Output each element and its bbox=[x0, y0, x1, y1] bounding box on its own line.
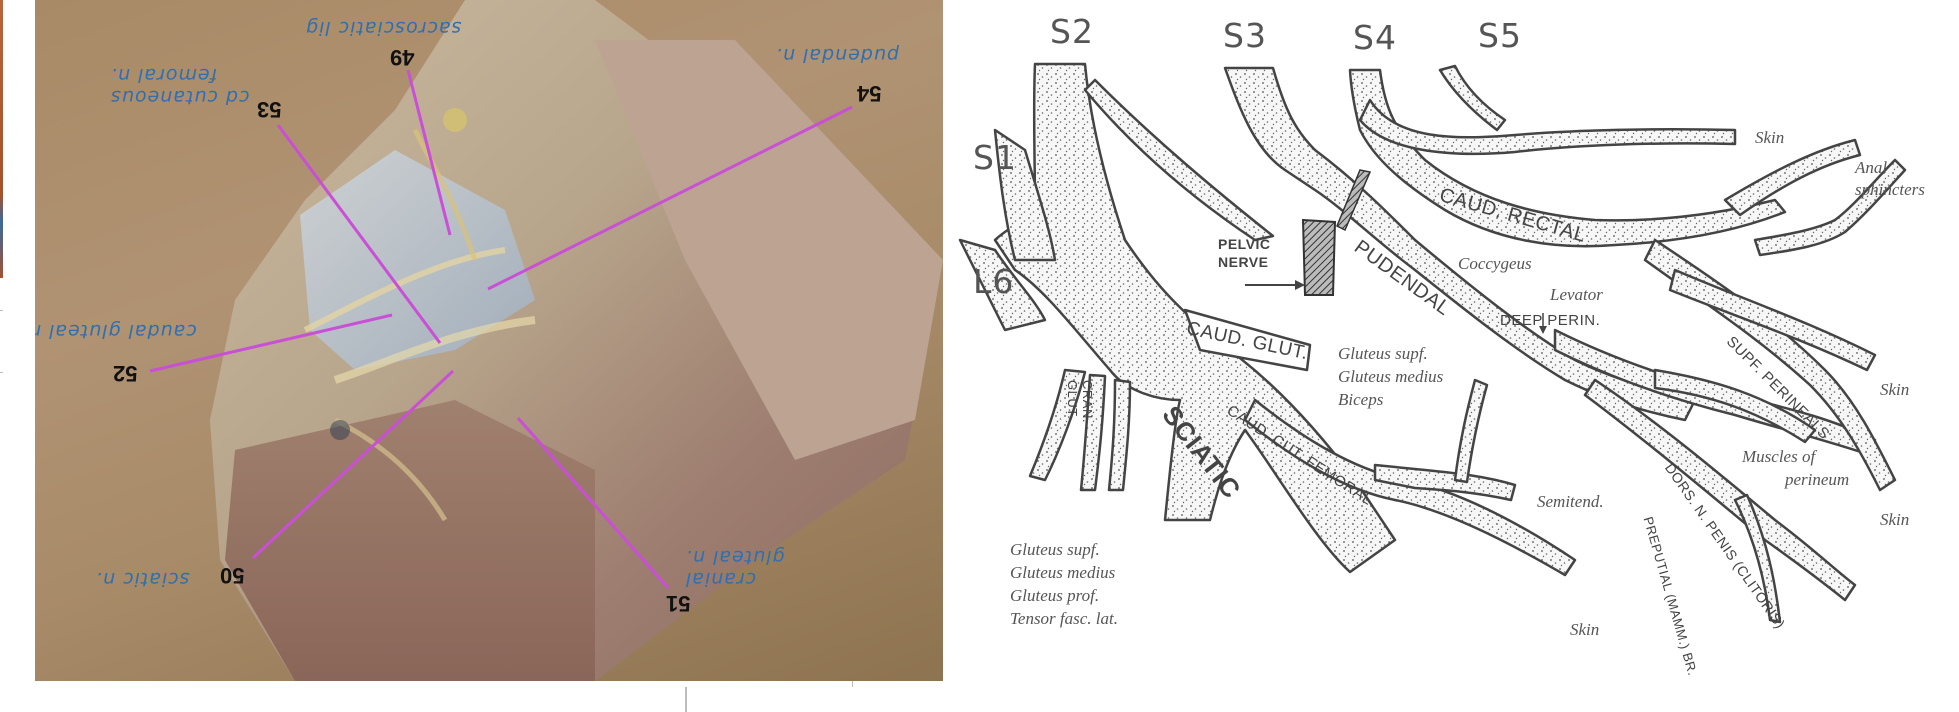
muscle-label: Gluteus supf. bbox=[1010, 540, 1100, 559]
annotation-sacrosciatic-lig: sacrosciatic lig bbox=[305, 17, 462, 39]
leader-line-49 bbox=[406, 69, 452, 236]
label-number-49: 49 bbox=[390, 45, 415, 70]
target-perineum: perineum bbox=[1785, 470, 1850, 489]
nerve-label-glut: GLUT. bbox=[1065, 380, 1080, 420]
divider-tick bbox=[0, 310, 3, 311]
target-anal: Anal bbox=[1855, 158, 1888, 177]
label-number-53: 53 bbox=[257, 97, 282, 122]
annotation-line: gluteal n. bbox=[685, 546, 785, 568]
annotation-pudendal: pudendal n. bbox=[775, 44, 899, 66]
muscle-label: Gluteus medius bbox=[1010, 563, 1116, 582]
divider-tick bbox=[685, 687, 687, 712]
muscle-label: Biceps bbox=[1338, 390, 1384, 409]
nerve-label-pelvic-2: NERVE bbox=[1218, 254, 1269, 270]
nerve-label-cran: CRAN. bbox=[1080, 380, 1095, 423]
segment-label-s1: S1 bbox=[973, 138, 1017, 177]
nerve-label-pelvic-1: PELVIC bbox=[1218, 236, 1271, 252]
segment-label-s3: S3 bbox=[1223, 16, 1267, 55]
muscle-label: Gluteus medius bbox=[1338, 367, 1444, 386]
target-sphincters: sphincters bbox=[1855, 180, 1925, 199]
annotation-line: femoral n. bbox=[110, 64, 218, 86]
target-skin-supf-1: Skin bbox=[1880, 380, 1910, 399]
target-levator: Levator bbox=[1550, 285, 1603, 304]
annotation-cd-cutaneous-femoral: cd cutaneous femoral n. bbox=[110, 64, 249, 108]
muscle-label: Gluteus supf. bbox=[1338, 344, 1428, 363]
leader-line-54 bbox=[487, 105, 853, 291]
annotation-sciatic: sciatic n. bbox=[95, 568, 190, 590]
muscle-label: Tensor fasc. lat. bbox=[1010, 609, 1119, 628]
segment-label-s4: S4 bbox=[1353, 18, 1397, 57]
annotation-caudal-gluteal: caudal gluteal n. bbox=[35, 320, 197, 342]
segment-label-s5: S5 bbox=[1478, 16, 1522, 55]
label-number-50: 50 bbox=[220, 563, 245, 588]
label-number-51: 51 bbox=[666, 591, 691, 616]
muscle-label: Gluteus prof. bbox=[1010, 586, 1100, 605]
adjacent-image-fragment bbox=[0, 0, 3, 278]
target-muscles-of: Muscles of bbox=[1742, 447, 1816, 466]
leader-line-50 bbox=[251, 369, 455, 560]
divider-tick bbox=[852, 681, 853, 687]
leader-line-53 bbox=[276, 124, 442, 344]
target-coccygeus: Coccygeus bbox=[1458, 254, 1532, 273]
sacral-plexus-diagram: S2 S3 S4 S5 S1 L6 CAUD. RECTAL PUDENDAL … bbox=[955, 0, 1959, 712]
target-skin-femoral: Skin bbox=[1570, 620, 1600, 639]
annotation-line: cranial bbox=[685, 568, 757, 590]
segment-label-s2: S2 bbox=[1050, 12, 1094, 51]
nerve-label-deep-perin: DEEP PERIN. bbox=[1500, 312, 1601, 329]
segment-label-l6: L6 bbox=[973, 262, 1015, 301]
target-caud-glut-muscles: Gluteus supf. Gluteus medius Biceps bbox=[1338, 342, 1443, 411]
photo-drawing bbox=[149, 0, 943, 681]
target-cran-glut-muscles: Gluteus supf. Gluteus medius Gluteus pro… bbox=[1010, 538, 1118, 630]
target-semitend: Semitend. bbox=[1537, 492, 1604, 511]
leader-line-51 bbox=[516, 417, 670, 589]
label-number-52: 52 bbox=[113, 361, 138, 386]
target-skin-top: Skin bbox=[1755, 128, 1785, 147]
dissection-photo: 49 53 54 52 50 51 sacrosciatic lig cd cu… bbox=[35, 0, 943, 681]
nerve-drawing bbox=[958, 62, 1907, 624]
label-number-54: 54 bbox=[857, 81, 882, 106]
leader-line-52 bbox=[149, 313, 393, 373]
target-skin-supf-2: Skin bbox=[1880, 510, 1910, 529]
divider-tick bbox=[0, 372, 3, 373]
annotation-line: cd cutaneous bbox=[110, 86, 250, 108]
annotation-cranial-gluteal: cranial gluteal n. bbox=[685, 546, 785, 590]
